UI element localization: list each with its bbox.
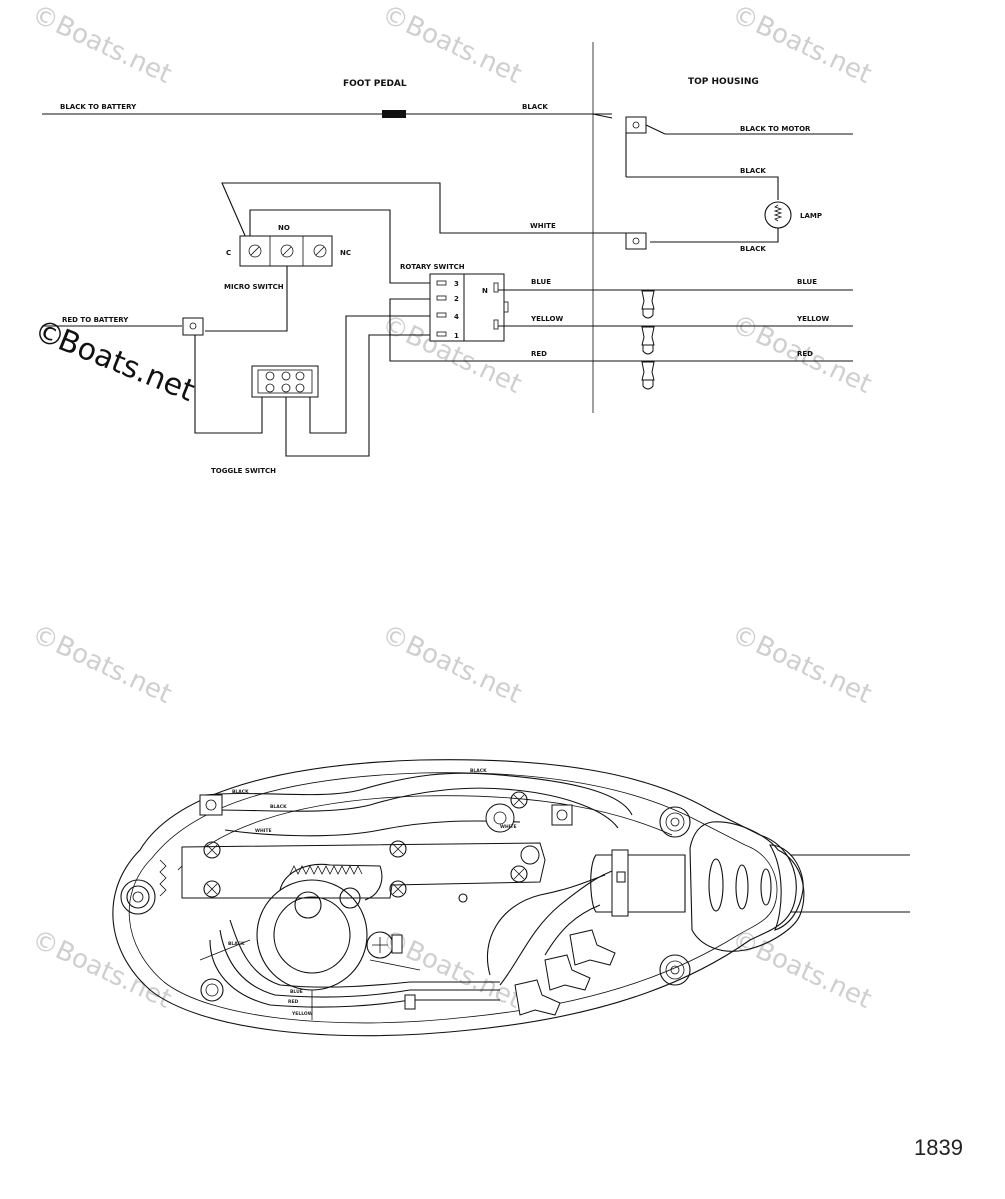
black-to-motor-label: BLACK TO MOTOR	[740, 125, 811, 133]
red-to-battery-label: RED TO BATTERY	[62, 316, 129, 324]
rotary-pin-4: 4	[454, 313, 459, 321]
lamp-filament	[773, 204, 783, 222]
yellow-left-label: YELLOW	[530, 315, 563, 323]
asm-white-b: WHITE	[500, 824, 517, 830]
screw-mounts	[120, 806, 691, 1002]
pedal-pivot-inner	[273, 896, 351, 974]
gear-rack	[279, 863, 383, 901]
watermark-text: Boats.net	[401, 630, 526, 710]
asm-black-c: BLACK	[270, 804, 287, 810]
micro-switch-label: MICRO SWITCH	[224, 283, 284, 291]
red-left-label: RED	[531, 350, 547, 358]
grip-slot-2	[735, 864, 749, 910]
micro-to-red-wire	[205, 266, 288, 332]
watermark-text: Boats.net	[751, 10, 876, 90]
assembly-illustration: BLACK BLACK BLACK WHITE WHITE RED BLUE Y…	[112, 759, 910, 1037]
watermark-text: Boats.net	[51, 630, 176, 710]
gear-teeth	[289, 865, 363, 875]
micro-switch	[239, 235, 333, 267]
page-number: 1839	[914, 1135, 963, 1160]
blue-left-label: BLUE	[531, 278, 551, 286]
asm-black-b: BLACK	[232, 789, 249, 795]
cable-clamp	[611, 849, 629, 917]
toggle-switch	[251, 365, 319, 398]
handle-grip	[689, 821, 805, 952]
lamp-wire-bottom	[650, 228, 779, 243]
rotary-n-label: N	[482, 287, 488, 295]
asm-blue-a: BLUE	[290, 989, 303, 995]
toggle-switch-label: TOGGLE SWITCH	[211, 467, 276, 475]
yellow-right-label: YELLOW	[796, 315, 829, 323]
inline-fuse	[382, 110, 406, 118]
bracket-hole	[520, 845, 540, 865]
spring-hub	[339, 887, 361, 909]
bracket-screws	[203, 791, 528, 898]
no-to-rotary-wire	[249, 209, 430, 284]
rotary-switch-label: ROTARY SWITCH	[400, 263, 465, 271]
watermark-text: Boats.net	[401, 10, 526, 90]
asm-yellow-a: YELLOW	[291, 1011, 313, 1017]
watermark-text: Boats.net	[751, 935, 876, 1015]
toggle-teeth	[159, 859, 167, 897]
cable-tie	[404, 994, 416, 1010]
wire-join	[592, 113, 613, 119]
rotary-switch	[429, 273, 509, 342]
micro-no-label: NO	[278, 224, 290, 232]
red-battery-connector	[182, 317, 204, 336]
housing-ridge	[177, 795, 673, 871]
asm-black-a: BLACK	[470, 768, 487, 774]
watermark-text: Boats.net	[751, 630, 876, 710]
red-wire	[389, 298, 853, 362]
lamp-wire-top	[626, 176, 779, 200]
grip-slot-3	[760, 868, 772, 906]
black-lamp-lower-label: BLACK	[740, 245, 766, 253]
black-label: BLACK	[522, 103, 548, 111]
micro-nc-label: NC	[340, 249, 351, 257]
toggle-to-rotary-4	[309, 315, 430, 434]
rotary-pin-1: 1	[454, 332, 459, 340]
rotary-pin-3: 3	[454, 280, 459, 288]
blue-right-label: BLUE	[797, 278, 817, 286]
white-wire	[221, 182, 626, 248]
grip-slot-1	[708, 858, 724, 912]
top-housing-title: TOP HOUSING	[688, 77, 759, 87]
grip-cap	[769, 844, 804, 931]
black-to-battery-label: BLACK TO BATTERY	[60, 103, 137, 111]
housing-inner	[128, 772, 778, 1024]
red-to-toggle-wire	[194, 335, 263, 434]
asm-red-a: RED	[288, 999, 299, 1005]
pivot-hub	[294, 891, 322, 919]
rotary-pin-2: 2	[454, 295, 459, 303]
harness-connectors	[199, 794, 616, 1016]
red-right-label: RED	[797, 350, 813, 358]
wiring-harness	[204, 772, 686, 1010]
top-connector	[625, 116, 853, 177]
black-lamp-upper-label: BLACK	[740, 167, 766, 175]
lamp-symbol	[764, 201, 792, 229]
housing-outer	[112, 759, 797, 1037]
lamp-cross	[372, 937, 388, 953]
cable-tie-2	[391, 934, 403, 954]
asm-black-d: BLACK	[228, 941, 245, 947]
foot-pedal-title: FOOT PEDAL	[343, 79, 407, 89]
watermark-text: Boats.net	[51, 10, 176, 90]
lamp-label: LAMP	[800, 212, 822, 220]
schematic: FOOT PEDAL TOP HOUSING BLACK TO BATTERY …	[42, 42, 853, 475]
watermark-text-dark: Boats.net	[53, 323, 199, 409]
watermark-text: Boats.net	[51, 935, 176, 1015]
white-connector	[625, 232, 647, 250]
watermark-text: Boats.net	[751, 320, 876, 400]
toggle-to-rotary-1	[285, 334, 430, 457]
white-label: WHITE	[530, 222, 556, 230]
micro-c-label: C	[226, 249, 231, 257]
asm-white-a: WHITE	[255, 828, 272, 834]
pedal-bracket	[181, 842, 546, 899]
bullet-connectors	[641, 290, 655, 390]
